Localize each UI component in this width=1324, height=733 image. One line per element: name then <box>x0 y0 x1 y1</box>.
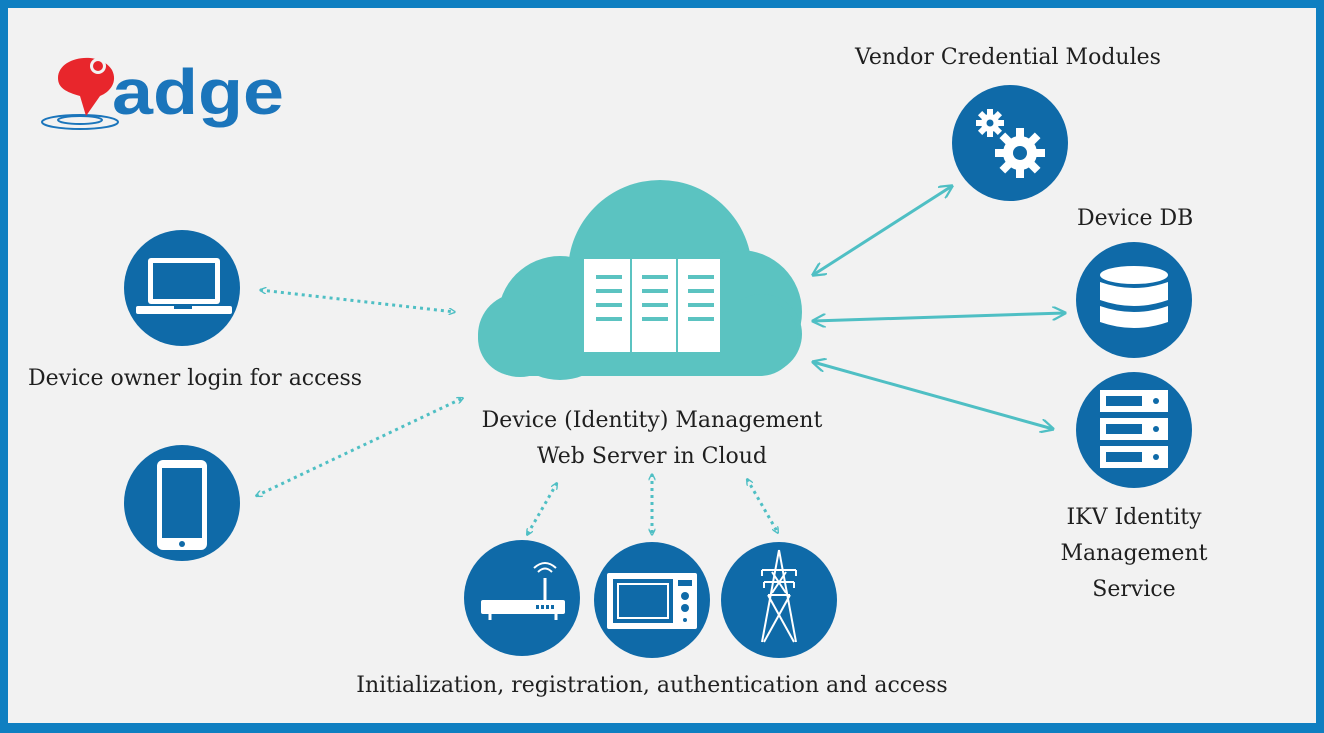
arrow-cloud-ikv <box>813 362 1053 429</box>
arrow-cloud-tower <box>745 479 780 533</box>
ikv-label-line1: IKV Identity <box>1066 505 1202 530</box>
center-label-line2: Web Server in Cloud <box>536 444 768 469</box>
laptop-icon <box>124 230 240 346</box>
server-rack-icon <box>1076 372 1192 488</box>
arrow-phone-cloud <box>256 396 463 498</box>
vendor-label: Vendor Credential Modules <box>855 45 1161 70</box>
arrow-cloud-vendor <box>813 186 952 275</box>
bottom-caption: Initialization, registration, authentica… <box>356 673 948 698</box>
arrow-laptop-cloud <box>260 290 455 312</box>
center-label-line1: Device (Identity) Management <box>481 408 823 433</box>
logo: adge <box>41 56 284 130</box>
router-icon <box>464 540 580 656</box>
logo-text: adge <box>112 56 284 128</box>
ikv-label-line2: Management <box>1060 541 1208 566</box>
gears-icon <box>952 85 1068 201</box>
logo-pin-icon <box>41 57 119 130</box>
ikv-label-line3: Service <box>1092 577 1176 602</box>
device-db-label: Device DB <box>1077 206 1194 231</box>
microwave-icon <box>594 542 710 658</box>
database-icon <box>1076 242 1192 358</box>
arrows <box>256 186 1065 535</box>
server-cabinet <box>584 259 720 352</box>
phone-icon <box>124 445 240 561</box>
arrow-cloud-db <box>813 313 1065 321</box>
cloud-server-icon <box>478 180 802 380</box>
power-tower-icon <box>721 542 837 658</box>
arrow-cloud-router <box>525 483 559 535</box>
device-owner-label: Device owner login for access <box>28 366 363 391</box>
